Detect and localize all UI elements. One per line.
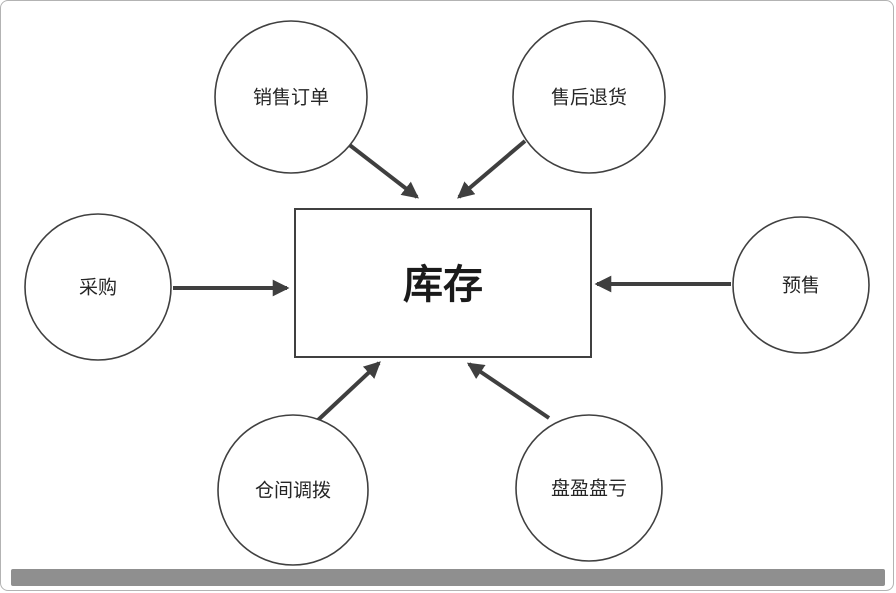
presale-label: 预售: [782, 275, 820, 297]
node-sales-order: 销售订单: [214, 20, 368, 174]
node-procurement: 采购: [24, 213, 172, 361]
after-sales-return-circle: [512, 20, 666, 174]
inventory-label: 库存: [403, 263, 483, 307]
sales-order-circle: [214, 20, 368, 174]
node-warehouse-transfer: 仓间调拨: [217, 414, 369, 566]
procurement-circle: [24, 213, 172, 361]
node-after-sales-return: 售后退货: [512, 20, 666, 174]
presale-circle: [732, 216, 870, 354]
bottom-bar: [11, 569, 885, 586]
warehouse-transfer-circle: [217, 414, 369, 566]
arrow-after-sales-return-to-inventory: [457, 139, 527, 199]
warehouse-transfer-label: 仓间调拨: [255, 480, 331, 502]
procurement-label: 采购: [79, 277, 117, 299]
after-sales-return-label: 售后退货: [551, 87, 627, 109]
inventory-gain-loss-label: 盘盈盘亏: [551, 478, 627, 500]
node-inventory-gain-loss: 盘盈盘亏: [515, 414, 663, 562]
sales-order-label: 销售订单: [253, 87, 329, 109]
arrow-sales-order-to-inventory: [345, 141, 419, 199]
inventory-gain-loss-circle: [515, 414, 663, 562]
arrow-inventory-gain-loss-to-inventory: [466, 362, 551, 420]
node-presale: 预售: [732, 216, 870, 354]
center-node-inventory: 库存: [294, 208, 592, 358]
arrow-warehouse-transfer-to-inventory: [315, 361, 381, 423]
inventory-rect: [294, 208, 592, 358]
